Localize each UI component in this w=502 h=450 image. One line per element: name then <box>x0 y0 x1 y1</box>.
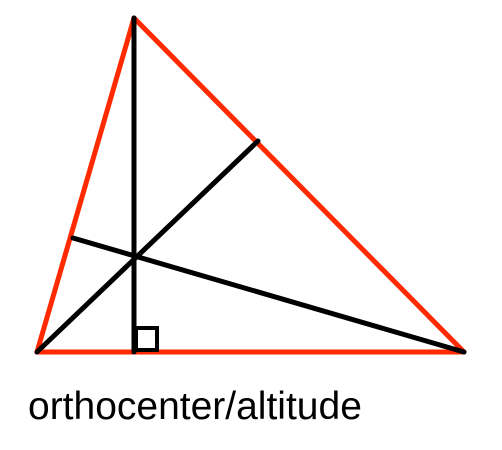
orthocenter-diagram <box>34 15 467 355</box>
triangle-side-right <box>131 15 467 355</box>
triangle-side-left <box>34 15 137 355</box>
altitude-from-left-vertex <box>34 138 261 355</box>
right-angle-marker-icon <box>134 326 159 352</box>
altitude-from-right-vertex <box>70 235 467 355</box>
diagram-caption: orthocenter/altitude <box>28 385 362 428</box>
